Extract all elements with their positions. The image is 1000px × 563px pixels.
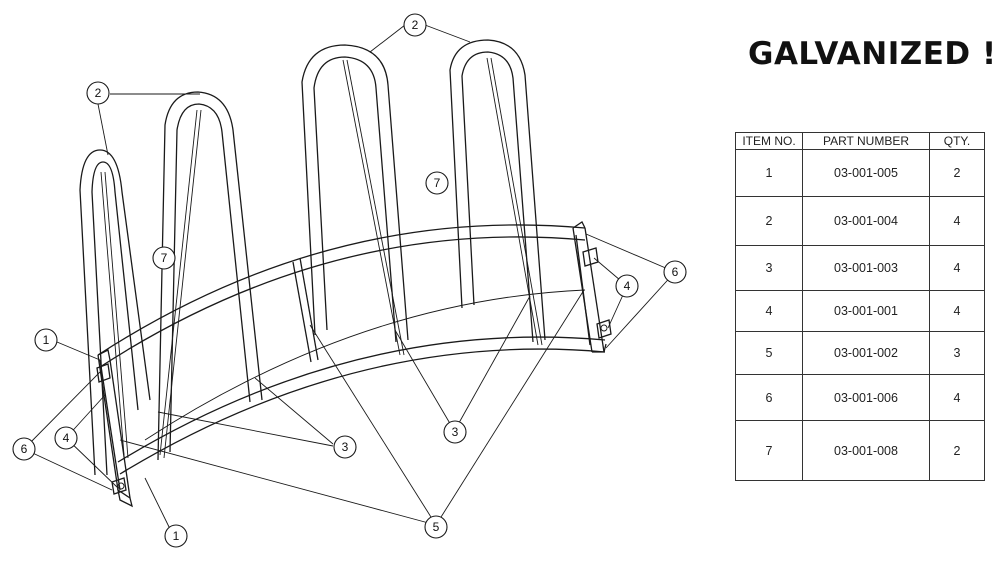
bom-qty: 2: [929, 420, 985, 481]
svg-text:6: 6: [21, 442, 28, 456]
bom-header-part-number: PART NUMBER: [802, 132, 930, 150]
bom-row: 6 03-001-006 4: [735, 374, 985, 421]
svg-text:5: 5: [433, 520, 440, 534]
callout-4-right: 4: [615, 274, 639, 298]
bom-item-no: 1: [735, 149, 803, 197]
bracket-right: [582, 247, 612, 339]
bom-item-no: 2: [735, 196, 803, 246]
bom-item-no: 4: [735, 290, 803, 332]
upper-curved-rail: [97, 224, 586, 368]
callout-1-upper: 1: [34, 328, 58, 352]
bom-row: 1 03-001-005 2: [735, 149, 985, 197]
assembly-isometric-drawing: 1 1 2 2 3 3 4 4 5 6 6 7 7: [12, 13, 687, 548]
bom-part-number: 03-001-002: [802, 331, 930, 375]
vertical-post: [575, 234, 591, 346]
bom-part-number: 03-001-006: [802, 374, 930, 421]
bom-item-no: 5: [735, 331, 803, 375]
bom-item-no: 6: [735, 374, 803, 421]
svg-text:6: 6: [672, 265, 679, 279]
svg-text:7: 7: [161, 251, 168, 265]
left-end-post: [97, 349, 133, 508]
svg-text:2: 2: [412, 18, 419, 32]
bom-header-item-no: ITEM NO.: [735, 132, 803, 150]
vertical-post: [99, 359, 121, 491]
bom-row: 5 03-001-002 3: [735, 331, 985, 375]
callout-5: 5: [424, 515, 448, 539]
bom-part-number: 03-001-001: [802, 290, 930, 332]
callout-7-right: 7: [425, 171, 449, 195]
hoop-3: [301, 44, 409, 356]
hoop-1: [79, 149, 151, 476]
svg-text:3: 3: [342, 440, 349, 454]
bom-row: 3 03-001-003 4: [735, 245, 985, 291]
hoop-4: [449, 39, 546, 346]
callout-4-left: 4: [54, 426, 78, 450]
right-end-post: [572, 221, 607, 353]
bom-row: 7 03-001-008 2: [735, 420, 985, 481]
bom-qty: 3: [929, 331, 985, 375]
bom-item-no: 3: [735, 245, 803, 291]
curved-panel: [144, 289, 586, 441]
bom-part-number: 03-001-005: [802, 149, 930, 197]
callout-3-left: 3: [333, 435, 357, 459]
bom-row: 2 03-001-004 4: [735, 196, 985, 246]
bill-of-materials-table: ITEM NO. PART NUMBER QTY. 1 03-001-005 2…: [735, 132, 985, 481]
hoop-2: [157, 91, 263, 461]
bom-qty: 4: [929, 290, 985, 332]
bom-row: 4 03-001-001 4: [735, 290, 985, 332]
bracket-left: [96, 363, 127, 495]
bom-qty: 4: [929, 196, 985, 246]
callout-7-left: 7: [152, 246, 176, 270]
svg-text:2: 2: [95, 86, 102, 100]
vertical-post: [292, 257, 319, 363]
bom-part-number: 03-001-004: [802, 196, 930, 246]
lower-curved-rail: [117, 336, 606, 475]
svg-text:3: 3: [452, 425, 459, 439]
svg-text:1: 1: [173, 529, 180, 543]
leader-lines: [23, 24, 676, 534]
callout-6-right: 6: [663, 260, 687, 284]
svg-text:1: 1: [43, 333, 50, 347]
callout-3-right: 3: [443, 420, 467, 444]
galvanized-heading: GALVANIZED !: [748, 36, 997, 72]
bom-part-number: 03-001-008: [802, 420, 930, 481]
bom-qty: 4: [929, 374, 985, 421]
svg-text:7: 7: [434, 176, 441, 190]
callout-2-top: 2: [403, 13, 427, 37]
bom-header-qty: QTY.: [929, 132, 985, 150]
bom-qty: 4: [929, 245, 985, 291]
bom-item-no: 7: [735, 420, 803, 481]
bom-qty: 2: [929, 149, 985, 197]
svg-text:4: 4: [624, 279, 631, 293]
callout-2-left: 2: [86, 81, 110, 105]
bom-part-number: 03-001-003: [802, 245, 930, 291]
callout-6-left: 6: [12, 437, 36, 461]
callout-1-lower: 1: [164, 524, 188, 548]
bom-header-row: ITEM NO. PART NUMBER QTY.: [735, 132, 985, 150]
svg-text:4: 4: [63, 431, 70, 445]
